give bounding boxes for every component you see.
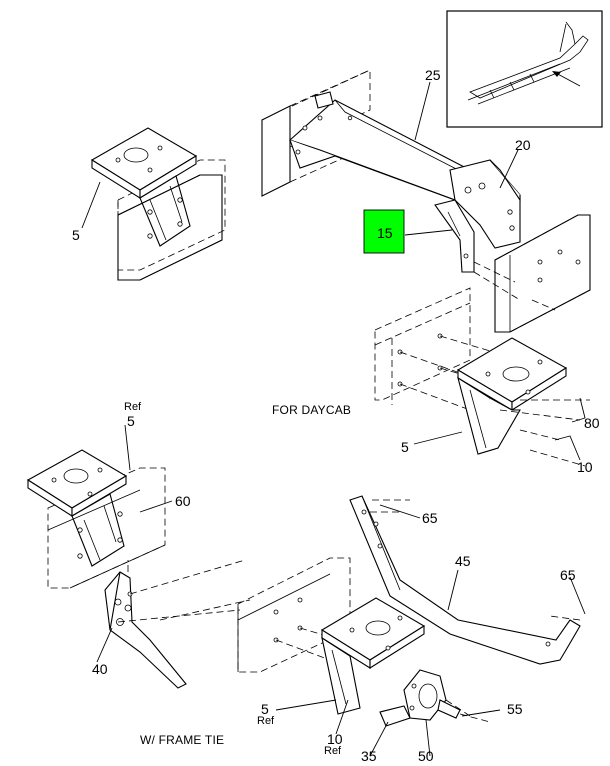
callout-5-top: 5	[72, 227, 80, 243]
callout-5-ref-top-ref: Ref	[124, 401, 142, 413]
callout-15[interactable]: 15	[377, 225, 393, 241]
callout-25: 25	[425, 67, 441, 83]
inset-frame-detail	[446, 10, 603, 128]
callout-5-ref-bottom: 5	[261, 701, 269, 717]
callout-50: 50	[418, 748, 434, 761]
callout-65-b: 65	[560, 567, 576, 583]
bracket-assembly-daycab	[374, 287, 590, 467]
callout-55: 55	[507, 701, 523, 717]
callout-5-ref-bottom-ref: Ref	[257, 715, 275, 727]
frame-tie-assembly	[237, 495, 581, 727]
caption-for-daycab: FOR DAYCAB	[272, 403, 351, 417]
callout-10-ref: 10	[327, 731, 343, 747]
callout-10-ref-ref: Ref	[324, 745, 342, 757]
bracket-assembly-bottom-left	[26, 449, 251, 689]
callout-60: 60	[175, 493, 191, 509]
leader-lines	[81, 81, 586, 757]
caption-with-frame-tie: W/ FRAME TIE	[140, 733, 224, 747]
callout-5-ref-top: 5	[127, 413, 135, 429]
callout-65-a: 65	[422, 510, 438, 526]
callout-80: 80	[584, 415, 600, 431]
callout-5-daycab: 5	[401, 439, 409, 455]
callout-40: 40	[92, 661, 108, 677]
callout-45: 45	[455, 553, 471, 569]
crossmember-assembly	[261, 69, 591, 333]
bracket-assembly-top-left	[90, 127, 226, 281]
callout-10-daycab: 10	[577, 459, 593, 475]
callout-35: 35	[361, 748, 377, 761]
highlight-box-15	[363, 209, 405, 254]
callout-20: 20	[515, 137, 531, 153]
